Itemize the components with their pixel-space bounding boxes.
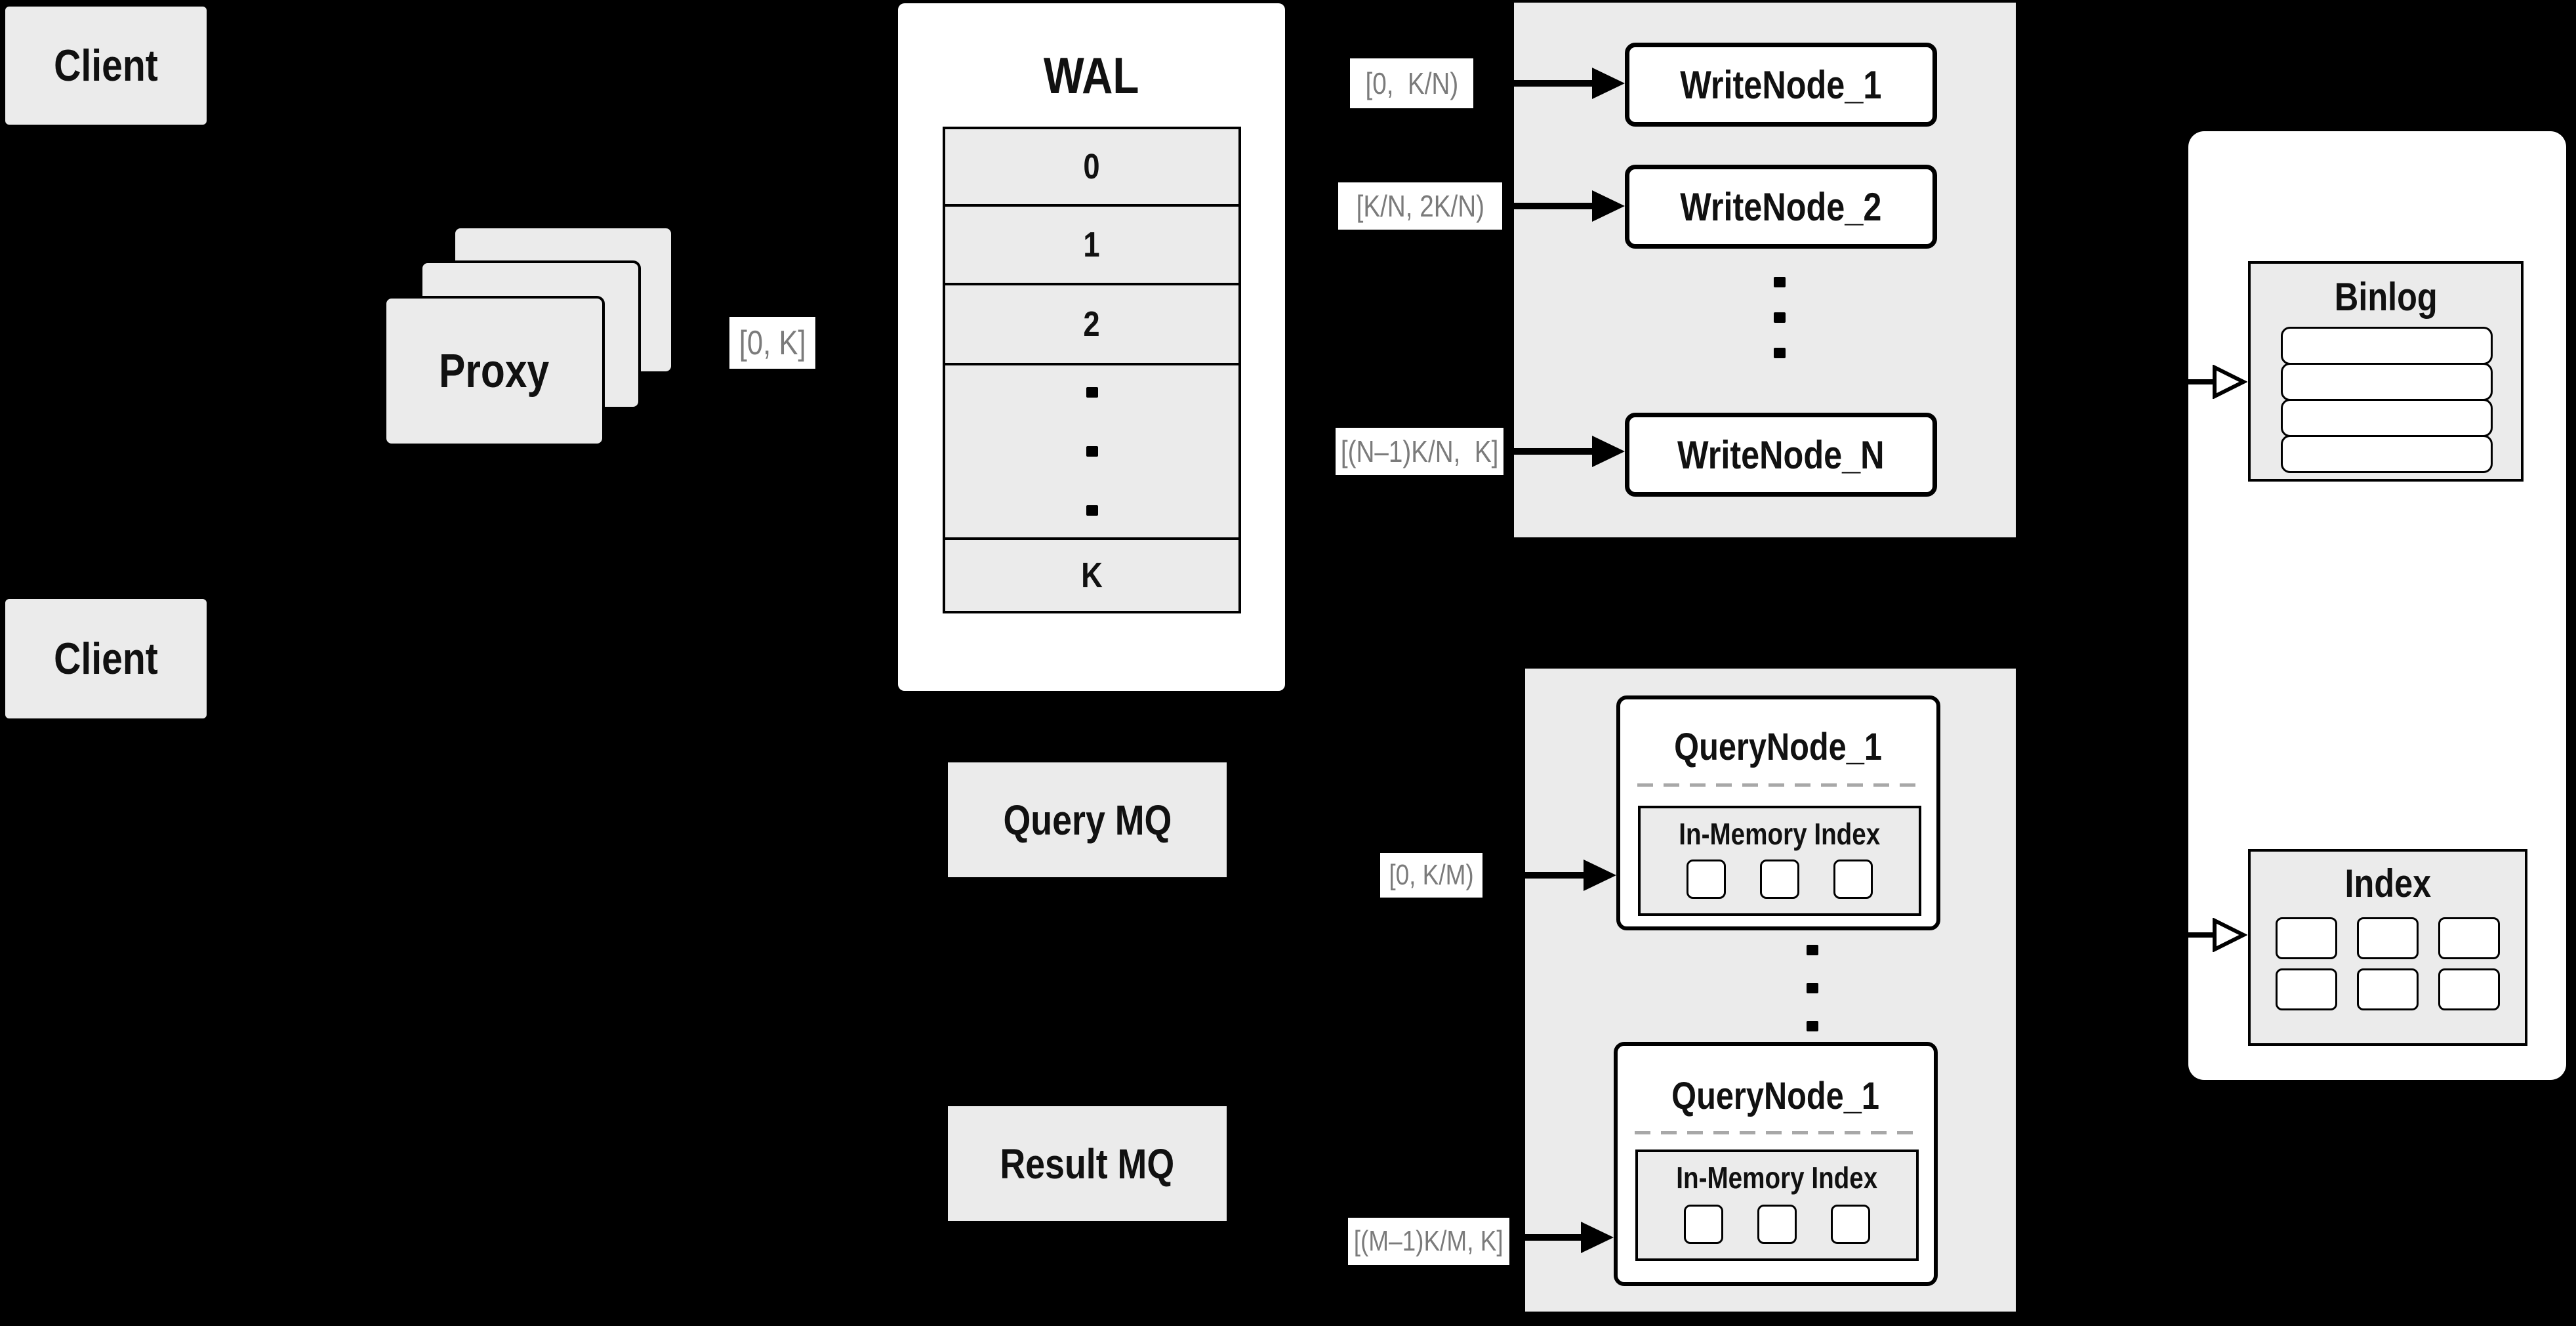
write-range-1-label: [0, K/N) [1350,58,1473,108]
binlog-row [2281,435,2493,473]
wal-title: WAL [1044,46,1139,104]
query-node-bottom-box: QueryNode_1 In-Memory Index [1614,1042,1938,1286]
segment-cell [1831,1205,1870,1244]
wal-row-1: 1 [945,207,1238,285]
binlog-row [2281,327,2493,365]
binlog-rows [2281,327,2493,473]
store-engine-box: Store Engine Binlog Index [2188,131,2566,1080]
vertical-ellipsis-icon [1086,387,1098,516]
hollow-arrow-right-icon [2188,365,2247,399]
segment-cells-top [1641,860,1919,899]
query-node-bottom-title: QueryNode_1 [1671,1074,1880,1117]
vertical-ellipsis-icon [1774,277,1786,358]
proxy-card-front: Proxy [384,296,605,446]
write-node-n-label: WriteNode_N [1677,432,1885,477]
wal-row-ellipsis [945,365,1238,540]
query-node-bottom-title-wrap: QueryNode_1 [1618,1072,1934,1119]
segment-cell [1687,860,1726,899]
wal-row-0: 0 [945,129,1238,207]
wal-row-2: 2 [945,285,1238,365]
write-range-2-text: [K/N, 2K/N) [1356,189,1484,223]
write-node-2-label: WriteNode_2 [1680,184,1882,229]
write-node-1-box: WriteNode_1 [1625,43,1937,127]
arrow-right-icon [1502,190,1625,222]
query-range-bottom-text: [(M–1)K/M, K] [1354,1225,1503,1257]
index-title-wrap: Index [2251,861,2525,905]
index-cell [2438,917,2500,959]
client-box-top: Client [5,7,207,125]
client-top-label: Client [54,41,158,91]
segment-cells-bottom [1638,1205,1916,1244]
write-node-2-box: WriteNode_2 [1625,165,1937,249]
arrow-right-icon [1473,68,1625,99]
index-cell [2357,917,2419,959]
dashed-divider [1637,783,1919,787]
query-node-top-title: QueryNode_1 [1674,725,1883,768]
write-node-1-label: WriteNode_1 [1680,62,1882,107]
index-cell [2276,968,2337,1010]
result-mq-box: Result MQ [948,1106,1227,1221]
segment-cell [1757,1205,1797,1244]
proxy-range-label: [0, K] [729,317,815,369]
hollow-arrow-right-icon [2188,918,2247,952]
wal-box: WAL 0 1 2 K [898,3,1285,691]
dashed-divider [1635,1131,1917,1134]
binlog-title: Binlog [2334,274,2438,319]
arrow-right-icon [1482,860,1616,891]
binlog-box: Binlog [2248,261,2524,482]
in-memory-title-wrap: In-Memory Index [1638,1160,1916,1195]
in-memory-index-title-bottom: In-Memory Index [1676,1161,1878,1195]
write-range-1-text: [0, K/N) [1365,66,1458,100]
binlog-row [2281,363,2493,401]
query-node-top-title-wrap: QueryNode_1 [1620,723,1936,770]
write-node-n-box: WriteNode_N [1625,413,1937,497]
query-range-bottom-label: [(M–1)K/M, K] [1348,1218,1509,1265]
proxy-range-text: [0, K] [739,323,806,362]
index-cell [2357,968,2419,1010]
binlog-row [2281,399,2493,437]
query-mq-label: Query MQ [1003,796,1172,844]
client-bottom-label: Client [54,634,158,684]
index-cells-row-1 [2251,917,2525,959]
index-title: Index [2344,861,2431,905]
in-memory-index-box-top: In-Memory Index [1638,806,1921,916]
binlog-title-wrap: Binlog [2251,274,2521,319]
segment-cell [1760,860,1799,899]
wal-table: 0 1 2 K [943,127,1241,613]
index-cell [2438,968,2500,1010]
in-memory-title-wrap: In-Memory Index [1641,816,1919,852]
query-range-top-label: [0, K/M) [1380,853,1482,898]
index-cell [2276,917,2337,959]
proxy-label: Proxy [439,344,550,398]
query-mq-box: Query MQ [948,762,1227,877]
arrow-right-icon [1503,436,1625,467]
segment-cell [1684,1205,1723,1244]
vertical-ellipsis-icon [1807,945,1818,1031]
arrow-right-icon [1509,1222,1614,1253]
query-node-top-box: QueryNode_1 In-Memory Index [1616,695,1940,930]
write-range-2-label: [K/N, 2K/N) [1338,182,1502,230]
in-memory-index-box-bottom: In-Memory Index [1635,1150,1919,1261]
write-range-n-label: [(N–1)K/N, K] [1336,428,1503,475]
index-box: Index [2248,849,2527,1046]
query-range-top-text: [0, K/M) [1389,859,1474,891]
wal-row-K: K [945,540,1238,611]
wal-title-wrap: WAL [898,46,1285,104]
in-memory-index-title-top: In-Memory Index [1679,817,1881,851]
result-mq-label: Result MQ [1000,1140,1175,1188]
segment-cell [1833,860,1873,899]
client-box-bottom: Client [5,599,207,718]
write-range-n-text: [(N–1)K/N, K] [1340,434,1499,468]
index-cells-row-2 [2251,968,2525,1010]
